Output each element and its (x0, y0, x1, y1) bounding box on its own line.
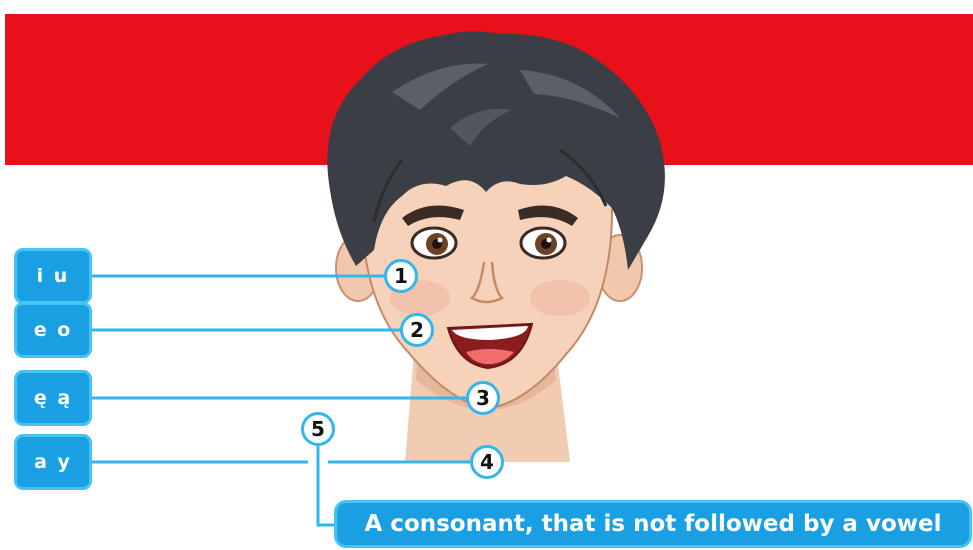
label-box-2: e o (14, 302, 92, 358)
marker-1: 1 (384, 259, 418, 293)
marker-5: 5 (301, 412, 335, 446)
label-box-1: i u (14, 248, 92, 304)
marker-4: 4 (470, 445, 504, 479)
right-eye-glint (547, 238, 552, 243)
marker-2: 2 (400, 313, 434, 347)
marker-3: 3 (466, 381, 500, 415)
label-box-4: a y (14, 434, 92, 490)
left-eye-glint (438, 238, 443, 243)
label-box-3: ę ą (14, 370, 92, 426)
right-cheek (530, 280, 590, 316)
note-box: A consonant, that is not followed by a v… (334, 500, 972, 548)
